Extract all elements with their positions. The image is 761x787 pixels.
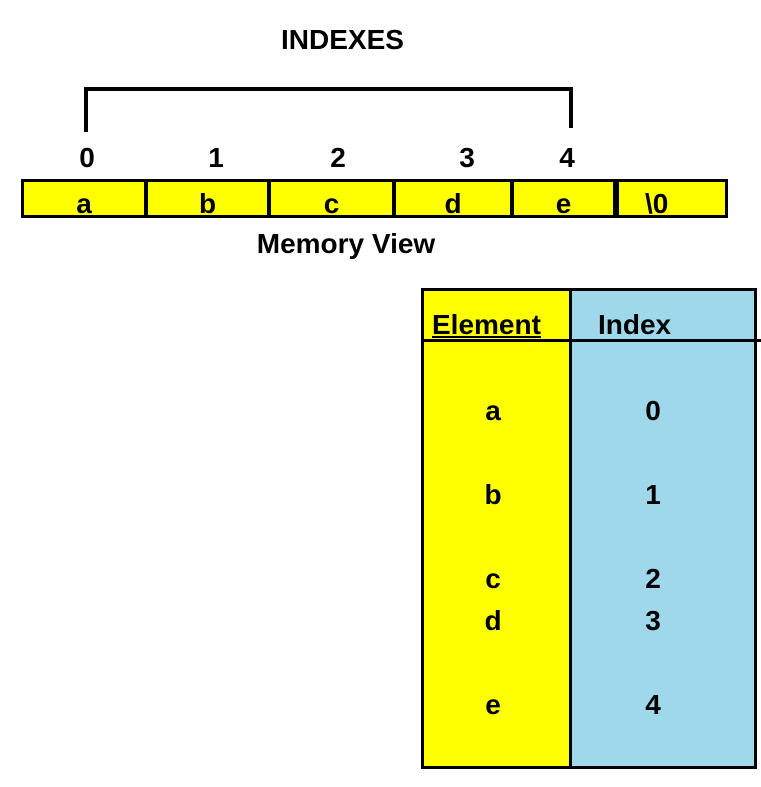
index-cell-1: 1	[645, 479, 661, 510]
memory-cell-2: c	[268, 179, 395, 219]
element-cell-e: e	[485, 689, 501, 720]
index-column	[572, 291, 754, 766]
header-divider	[424, 339, 761, 342]
element-index-table: Element Index a 0 b 1 c 2 d 3 e 4	[421, 288, 761, 769]
index-label-3: 3	[459, 142, 475, 173]
memory-cell-4: e	[511, 179, 616, 219]
element-header: Element	[432, 309, 541, 340]
index-label-4: 4	[559, 142, 575, 173]
index-label-1: 1	[208, 142, 224, 173]
memory-cell-0: a	[21, 179, 147, 219]
element-cell-b: b	[484, 479, 502, 510]
diagram-title: INDEXES	[281, 24, 404, 55]
index-cell-0: 0	[645, 395, 661, 426]
memory-cell-1: b	[145, 179, 270, 219]
index-bracket	[84, 87, 573, 132]
element-cell-a: a	[485, 395, 501, 426]
index-cell-2: 2	[645, 563, 661, 594]
index-cell-3: 3	[645, 605, 661, 636]
element-cell-d: d	[484, 605, 502, 636]
index-header: Index	[598, 309, 672, 340]
memory-view-caption: Memory View	[256, 228, 436, 259]
memory-cell-terminator: \0	[616, 179, 728, 219]
index-label-0: 0	[79, 142, 95, 173]
element-column	[424, 291, 572, 766]
index-label-2: 2	[330, 142, 346, 173]
index-cell-4: 4	[645, 689, 661, 720]
element-cell-c: c	[485, 563, 501, 594]
bracket-line	[84, 87, 573, 132]
memory-cell-3: d	[393, 179, 513, 219]
